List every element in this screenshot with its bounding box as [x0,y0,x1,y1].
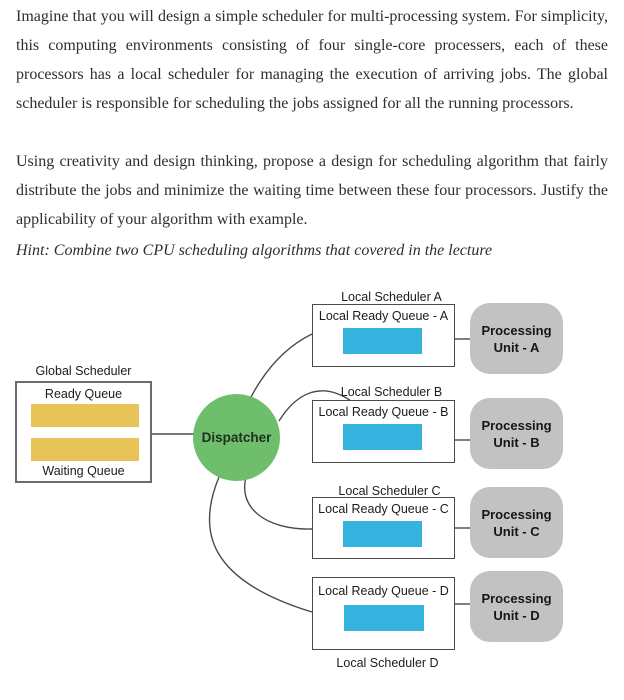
processing-unit-c: Processing Unit - C [470,487,563,558]
dispatcher-node: Dispatcher [193,394,280,481]
local-ready-queue-d-bar [344,605,424,631]
local-scheduler-a-box: Local Ready Queue - A [312,304,455,367]
waiting-queue-bar [31,438,139,461]
local-scheduler-c-box: Local Ready Queue - C [312,497,455,559]
local-ready-queue-b-label: Local Ready Queue - B [318,405,449,419]
processing-unit-d: Processing Unit - D [470,571,563,642]
local-ready-queue-a-bar [343,328,422,354]
local-ready-queue-b-bar [343,424,422,450]
paragraph-2: Using creativity and design thinking, pr… [16,153,608,228]
processing-unit-b: Processing Unit - B [470,398,563,469]
local-scheduler-b-box: Local Ready Queue - B [312,400,455,463]
edge-dispatcher-to-a [250,333,313,398]
local-scheduler-b-title: Local Scheduler B [340,385,443,399]
hint-line: Hint: Combine two CPU scheduling algorit… [16,242,493,259]
waiting-queue-label: Waiting Queue [42,464,125,478]
local-scheduler-c-title: Local Scheduler C [338,484,441,498]
paragraph-1: Imagine that you will design a simple sc… [16,8,608,112]
local-ready-queue-c-label: Local Ready Queue - C [318,502,449,516]
ready-queue-bar [31,404,139,427]
global-scheduler-box: Ready Queue Waiting Queue [15,381,152,483]
local-scheduler-d-title: Local Scheduler D [336,656,439,670]
edge-dispatcher-to-d [208,476,313,613]
ready-queue-label: Ready Queue [44,387,123,401]
local-ready-queue-a-label: Local Ready Queue - A [318,309,449,323]
edge-dispatcher-to-c [243,476,313,530]
local-scheduler-a-title: Local Scheduler A [341,290,442,304]
local-scheduler-d-box: Local Ready Queue - D [312,577,455,650]
local-ready-queue-d-label: Local Ready Queue - D [318,584,449,598]
local-ready-queue-c-bar [343,521,422,547]
processing-unit-a: Processing Unit - A [470,303,563,374]
global-scheduler-title: Global Scheduler [35,364,132,378]
